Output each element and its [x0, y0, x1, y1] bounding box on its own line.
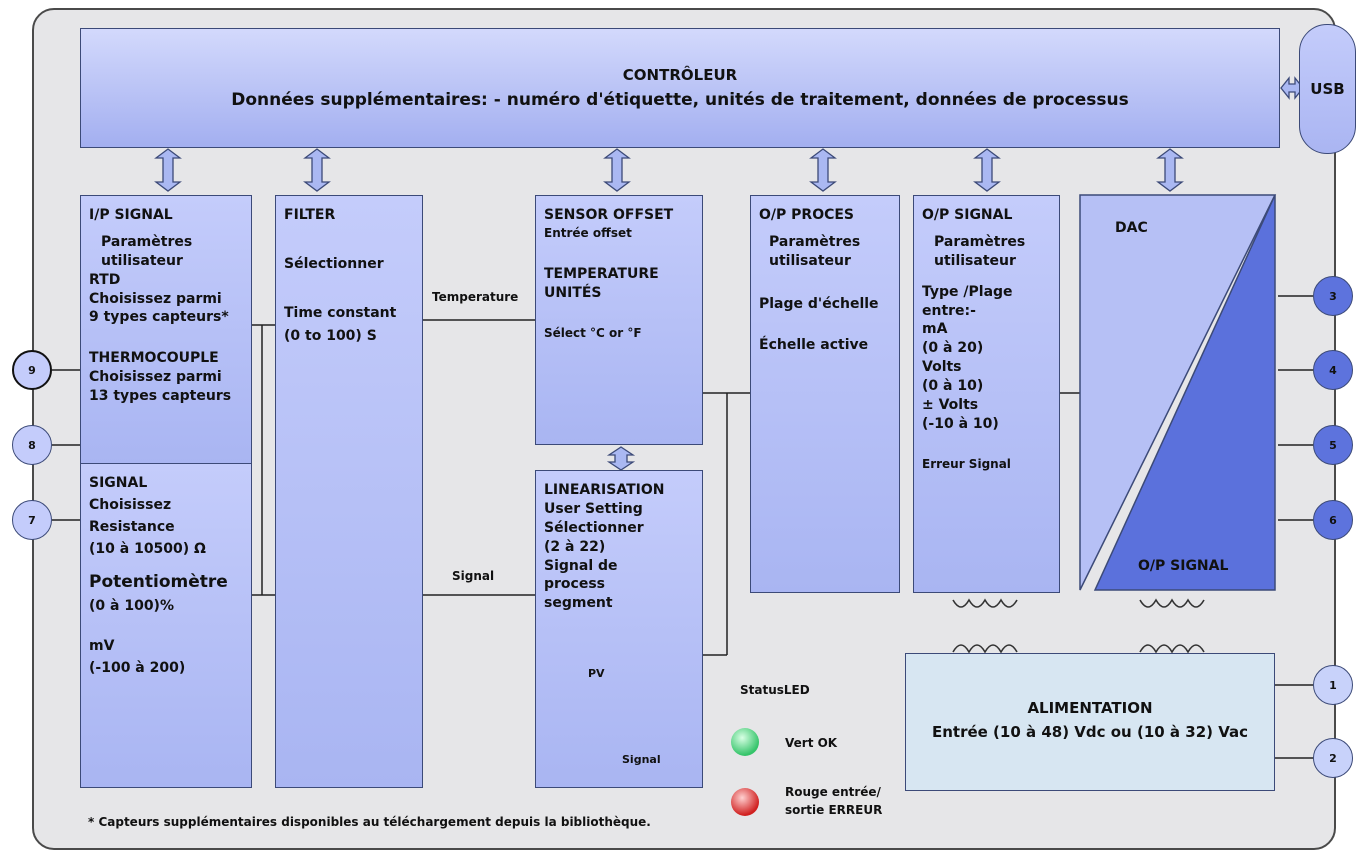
ip-user-params: Paramètres utilisateur	[101, 233, 193, 269]
controller-block: CONTRÔLEUR Données supplémentaires: - nu…	[80, 28, 1280, 148]
power-title: ALIMENTATION	[1027, 699, 1153, 717]
signal-title: SIGNAL	[89, 475, 148, 491]
signal-wire-label: Signal	[452, 569, 495, 583]
terminal-9[interactable]: 9	[12, 350, 52, 390]
time-constant-label: Time constant	[284, 304, 397, 321]
filter-block: FILTER Sélectionner Time constant (0 to …	[275, 195, 423, 788]
potentiometer-range: (0 à 100)%	[89, 597, 174, 614]
power-input: Entrée (10 à 48) Vdc ou (10 à 32) Vac	[931, 723, 1249, 742]
resistance-label: Resistance	[89, 518, 175, 535]
rtd-choose: Choisissez parmi	[89, 290, 222, 307]
offset-input: Entrée offset	[544, 225, 632, 240]
graph-signal-label: Signal	[622, 753, 661, 766]
linearisation-process: process	[544, 576, 606, 593]
dac-shape	[1079, 194, 1277, 591]
tc-choose: Choisissez parmi	[89, 369, 222, 386]
sensor-offset-title: SENSOR OFFSET	[544, 207, 674, 223]
volts-range: (0 à 10)	[922, 378, 984, 395]
red-led-icon	[731, 788, 759, 816]
dac-op-signal: O/P SIGNAL	[1138, 558, 1229, 574]
dac-title: DAC	[1115, 220, 1148, 236]
linearisation-select: Sélectionner	[544, 519, 644, 536]
red-led-label-2: sortie ERREUR	[785, 803, 883, 817]
mv-range: (-100 à 200)	[89, 660, 186, 677]
filter-select: Sélectionner	[284, 255, 384, 272]
temperature-units: UNITÉS	[544, 284, 602, 301]
op-signal-title: O/P SIGNAL	[922, 207, 1013, 223]
usb-label: USB	[1310, 80, 1345, 98]
usb-port[interactable]: USB	[1299, 24, 1356, 154]
rtd-label: RTD	[89, 271, 121, 288]
linearisation-range: (2 à 22)	[544, 538, 606, 555]
pm-volts-label: ± Volts	[922, 397, 979, 414]
signal-input-block: SIGNAL Choisissez Resistance (10 à 10500…	[80, 463, 252, 788]
rtd-types: 9 types capteurs*	[89, 309, 229, 326]
time-constant-range: (0 to 100) S	[284, 327, 377, 344]
mv-label: mV	[89, 638, 115, 655]
op-signal-user-params: Paramètres utilisateur	[934, 233, 1026, 269]
footnote: * Capteurs supplémentaires disponibles a…	[88, 815, 651, 829]
terminal-5[interactable]: 5	[1313, 425, 1353, 465]
linearisation-block: LINEARISATION User Setting Sélectionner …	[535, 470, 703, 788]
thermocouple-label: THERMOCOUPLE	[89, 350, 219, 367]
graph-pv-label: PV	[588, 667, 605, 680]
terminal-6[interactable]: 6	[1313, 500, 1353, 540]
power-block: ALIMENTATION Entrée (10 à 48) Vdc ou (10…	[905, 653, 1275, 791]
linearisation-title: LINEARISATION	[544, 482, 665, 498]
op-proces-title: O/P PROCES	[759, 207, 855, 223]
terminal-2[interactable]: 2	[1313, 738, 1353, 778]
temperature-title: TEMPERATURE	[544, 266, 659, 283]
potentiometer-label: Potentiomètre	[89, 571, 228, 592]
between-label: entre:-	[922, 302, 976, 319]
type-range: Type /Plage	[922, 283, 1013, 300]
signal-wires	[52, 295, 1313, 759]
temperature-wire-label: Temperature	[432, 290, 519, 304]
op-proces-block: O/P PROCES Paramètres utilisateur Plage …	[750, 195, 900, 593]
terminal-7[interactable]: 7	[12, 500, 52, 540]
linearisation-signal-de: Signal de	[544, 557, 618, 574]
active-scale: Échelle active	[759, 336, 869, 353]
terminal-1[interactable]: 1	[1313, 665, 1353, 705]
tc-types: 13 types capteurs	[89, 388, 232, 405]
bus-arrows	[155, 76, 1304, 471]
ip-signal-block: I/P SIGNAL Paramètres utilisateur RTD Ch…	[80, 195, 252, 465]
error-signal: Erreur Signal	[922, 456, 1011, 471]
ma-label: mA	[922, 321, 948, 338]
signal-choose: Choisissez	[89, 496, 172, 513]
scale-range: Plage d'échelle	[759, 295, 879, 312]
unit-select: Sélect °C or °F	[544, 325, 642, 340]
terminal-3[interactable]: 3	[1313, 276, 1353, 316]
ip-signal-title: I/P SIGNAL	[89, 207, 173, 223]
terminal-4[interactable]: 4	[1313, 350, 1353, 390]
linearisation-user-setting: User Setting	[544, 500, 643, 517]
isolation-coils	[952, 598, 1205, 654]
controller-title: CONTRÔLEUR	[622, 66, 738, 84]
op-proces-user-params: Paramètres utilisateur	[769, 233, 861, 269]
red-led-label-1: Rouge entrée/	[785, 785, 881, 799]
sensor-offset-block: SENSOR OFFSET Entrée offset TEMPERATURE …	[535, 195, 703, 445]
linearisation-segment: segment	[544, 595, 613, 612]
op-signal-block: O/P SIGNAL Paramètres utilisateur Type /…	[913, 195, 1060, 593]
green-led-icon	[731, 728, 759, 756]
terminal-8[interactable]: 8	[12, 425, 52, 465]
filter-title: FILTER	[284, 207, 336, 223]
ma-range: (0 à 20)	[922, 340, 984, 357]
pm-volts-range: (-10 à 10)	[922, 415, 999, 432]
resistance-range: (10 à 10500) Ω	[89, 540, 206, 557]
green-led-label: Vert OK	[785, 736, 838, 750]
volts-label: Volts	[922, 359, 962, 376]
controller-subtitle: Données supplémentaires: - numéro d'étiq…	[231, 90, 1129, 111]
status-led-title: StatusLED	[740, 683, 810, 697]
